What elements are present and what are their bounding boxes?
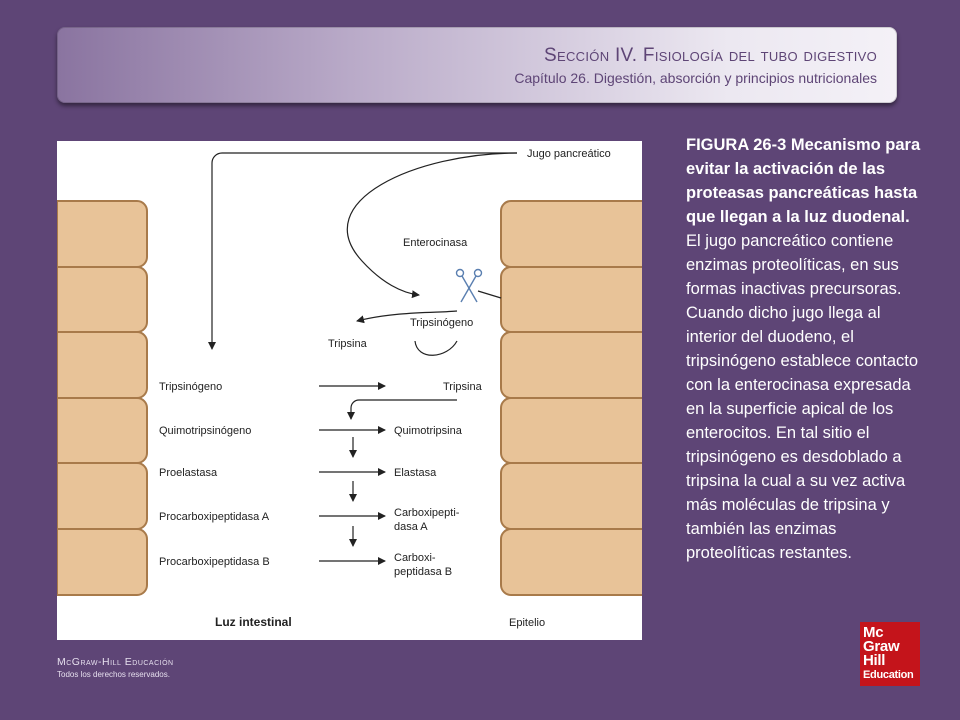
- label-epitelio: Epitelio: [509, 617, 545, 629]
- label-product: Carboxi-: [394, 552, 436, 564]
- label-tripsina-top: Tripsina: [328, 338, 368, 350]
- activation-curve-arrow: [356, 310, 458, 324]
- feedback-curve-arrow: [414, 340, 458, 356]
- left-cell-column: [57, 200, 148, 596]
- enterocinasa-link: [477, 290, 502, 299]
- jugo-curve-arrow: [346, 152, 518, 299]
- logo-line: Hill: [863, 652, 886, 669]
- label-product: Elastasa: [394, 467, 437, 479]
- publisher-footer: McGraw-Hill Educación Todos los derechos…: [57, 656, 174, 679]
- scissors-icon: [455, 268, 483, 303]
- label-tripsinogeno-top: Tripsinógeno: [410, 317, 473, 329]
- label-zymogen: Tripsinógeno: [159, 381, 222, 393]
- logo-line: Graw: [863, 638, 900, 655]
- label-zymogen: Procarboxipeptidasa A: [159, 511, 270, 523]
- chapter-title: Capítulo 26. Digestión, absorción y prin…: [514, 70, 877, 86]
- logo-line: Mc: [863, 624, 884, 641]
- label-luz-intestinal: Luz intestinal: [215, 615, 292, 629]
- label-product: Tripsina: [443, 381, 483, 393]
- publisher-name: McGraw-Hill Educación: [57, 656, 174, 668]
- mcgraw-hill-logo: Mc Graw Hill Education: [860, 622, 920, 686]
- caption-body: El jugo pancreático contiene enzimas pro…: [686, 232, 919, 562]
- figure-panel: Jugo pancreático Enterocinasa Tripsinóge…: [57, 141, 642, 640]
- jugo-left-arrow: [208, 152, 517, 350]
- logo-line: Education: [863, 669, 914, 681]
- mechanism-diagram: Jugo pancreático Enterocinasa Tripsinóge…: [57, 148, 642, 629]
- label-product: dasa A: [394, 521, 428, 533]
- label-zymogen: Proelastasa: [159, 467, 218, 479]
- label-zymogen: Quimotripsinógeno: [159, 425, 251, 437]
- label-product: Carboxipepti-: [394, 507, 460, 519]
- label-jugo-pancreatico: Jugo pancreático: [527, 148, 611, 160]
- tripsina-return-arrow: [347, 399, 457, 420]
- figure-caption: FIGURA 26-3 Mecanismo para evitar la act…: [686, 133, 922, 565]
- right-cell-column: [500, 200, 642, 596]
- label-zymogen: Procarboxipeptidasa B: [159, 556, 270, 568]
- publisher-rights: Todos los derechos reservados.: [57, 670, 170, 679]
- label-product: Quimotripsina: [394, 425, 463, 437]
- section-title: Sección IV. Fisiología del tubo digestiv…: [544, 45, 877, 66]
- caption-title: FIGURA 26-3 Mecanismo para evitar la act…: [686, 136, 921, 226]
- label-product: peptidasa B: [394, 566, 452, 578]
- slide-header: Sección IV. Fisiología del tubo digestiv…: [57, 27, 897, 103]
- label-enterocinasa: Enterocinasa: [403, 237, 468, 249]
